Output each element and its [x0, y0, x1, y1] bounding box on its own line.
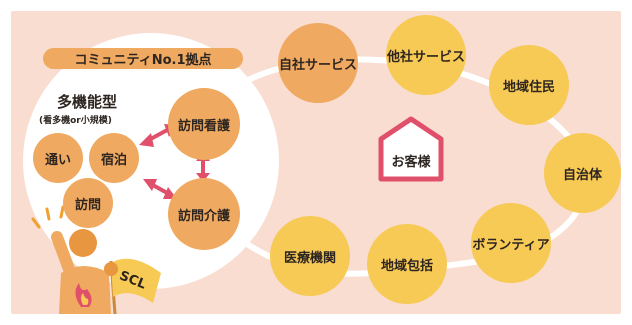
node-volunteer-label: ボランティア — [472, 237, 550, 253]
node-iryo-kikan-label: 医療機関 — [283, 250, 336, 266]
house-icon — [378, 116, 444, 182]
node-jisha-label: 自社サービス — [278, 57, 357, 73]
node-tasha-label: 他社サービス — [386, 49, 465, 65]
node-jichitai: 自治体 — [544, 133, 621, 213]
node-houmon-kango-label: 訪問看護 — [177, 118, 230, 134]
node-chiiki-jumin: 地域住民 — [489, 45, 569, 125]
person-flag-icon — [31, 205, 161, 314]
node-houmon-kaigo: 訪問介護 — [168, 178, 240, 250]
hub-title-pill: コミュニティNo.1拠点 — [43, 48, 243, 69]
type-title: 多機能型 — [57, 93, 118, 111]
node-tasha-service: 他社サービス — [386, 15, 466, 95]
node-chiiki-houkatsu: 地域包括 — [367, 224, 447, 304]
customer-label: お客様 — [391, 155, 431, 170]
node-iryo-kikan: 医療機関 — [270, 216, 350, 296]
type-subtitle: (看多機or小規模) — [39, 116, 112, 126]
node-volunteer: ボランティア — [471, 203, 551, 283]
diagram-canvas: コミュニティNo.1拠点 多機能型 (看多機or小規模) 通い 宿泊 訪問 訪問… — [11, 11, 621, 314]
node-houmon-kaigo-label: 訪問介護 — [177, 208, 230, 224]
node-houmon: 訪問 — [63, 178, 113, 228]
node-jichitai-label: 自治体 — [562, 167, 602, 183]
node-shukuhaku: 宿泊 — [89, 133, 139, 183]
node-shukuhaku-label: 宿泊 — [100, 152, 127, 168]
node-chiiki-jumin-label: 地域住民 — [502, 79, 555, 95]
node-houmon-label: 訪問 — [74, 197, 101, 213]
node-kayoi: 通い — [33, 133, 83, 183]
node-houmon-kango: 訪問看護 — [168, 88, 240, 160]
node-kayoi-label: 通い — [44, 152, 71, 168]
hub-title: コミュニティNo.1拠点 — [74, 53, 212, 68]
node-chiiki-houkatsu-label: 地域包括 — [380, 258, 433, 274]
node-jisha-service: 自社サービス — [278, 23, 358, 103]
